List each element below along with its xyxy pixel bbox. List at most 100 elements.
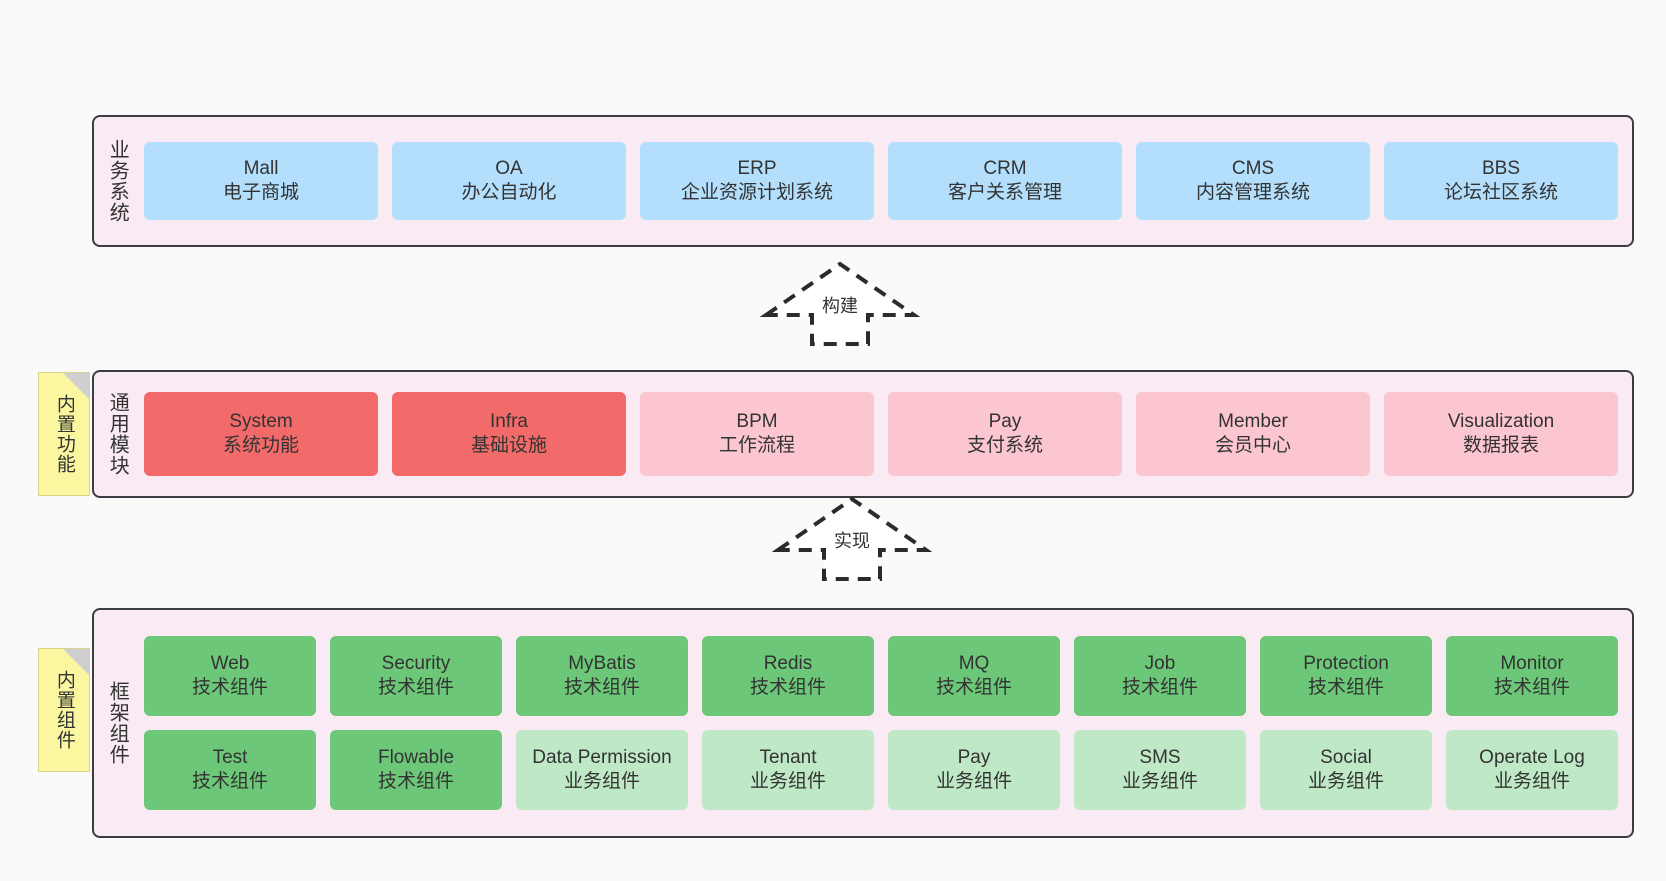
layer-business-system: 业务系统 Mall 电子商城 OA 办公自动化 ERP 企业资源计划系统 CRM… — [92, 115, 1634, 247]
card-subtitle: 企业资源计划系统 — [680, 182, 833, 203]
layer-title-business-system: 业务系统 — [106, 139, 129, 223]
card-web[interactable]: Web 技术组件 — [144, 636, 316, 716]
card-subtitle: 会员中心 — [1214, 435, 1291, 456]
card-subtitle: 客户关系管理 — [947, 182, 1062, 203]
card-title: Member — [1218, 411, 1288, 433]
connector-implement-label: 实现 — [834, 531, 870, 551]
folded-corner-icon — [63, 373, 89, 399]
card-redis[interactable]: Redis 技术组件 — [702, 636, 874, 716]
card-erp[interactable]: ERP 企业资源计划系统 — [640, 142, 874, 220]
card-monitor[interactable]: Monitor 技术组件 — [1446, 636, 1618, 716]
card-bpm[interactable]: BPM 工作流程 — [640, 392, 874, 476]
connector-build: 构建 — [760, 258, 920, 348]
card-subtitle: 论坛社区系统 — [1443, 182, 1558, 203]
layer-framework-components: 框架组件 Web 技术组件 Security 技术组件 MyBatis 技术组件… — [92, 608, 1634, 838]
card-title: Flowable — [377, 747, 455, 769]
card-subtitle: 技术组件 — [1307, 677, 1384, 698]
framework-component-row-business: Test 技术组件 Flowable 技术组件 Data Permission … — [144, 730, 1618, 810]
layer-title-common-modules: 通用模块 — [106, 392, 129, 476]
card-subtitle: 技术组件 — [1121, 677, 1198, 698]
card-data-permission[interactable]: Data Permission 业务组件 — [516, 730, 688, 810]
card-visualization[interactable]: Visualization 数据报表 — [1384, 392, 1618, 476]
card-subtitle: 业务组件 — [1493, 771, 1570, 792]
card-protection[interactable]: Protection 技术组件 — [1260, 636, 1432, 716]
card-title: Protection — [1303, 653, 1389, 675]
sticky-note-label: 内置组件 — [53, 670, 75, 750]
card-subtitle: 技术组件 — [563, 677, 640, 698]
card-crm[interactable]: CRM 客户关系管理 — [888, 142, 1122, 220]
card-social[interactable]: Social 业务组件 — [1260, 730, 1432, 810]
sticky-note-label: 内置功能 — [53, 394, 75, 474]
connector-build-label: 构建 — [822, 296, 858, 316]
card-sms[interactable]: SMS 业务组件 — [1074, 730, 1246, 810]
business-system-card-list: Mall 电子商城 OA 办公自动化 ERP 企业资源计划系统 CRM 客户关系… — [140, 117, 1632, 245]
card-bbs[interactable]: BBS 论坛社区系统 — [1384, 142, 1618, 220]
card-subtitle: 电子商城 — [222, 182, 299, 203]
card-title: Redis — [763, 653, 813, 675]
card-title: BPM — [736, 411, 778, 433]
card-title: Operate Log — [1479, 747, 1585, 769]
card-flowable[interactable]: Flowable 技术组件 — [330, 730, 502, 810]
card-oa[interactable]: OA 办公自动化 — [392, 142, 626, 220]
card-title: Job — [1144, 653, 1176, 675]
card-member[interactable]: Member 会员中心 — [1136, 392, 1370, 476]
card-subtitle: 支付系统 — [966, 435, 1043, 456]
card-title: Tenant — [759, 747, 817, 769]
card-subtitle: 基础设施 — [470, 435, 547, 456]
card-title: SMS — [1139, 747, 1181, 769]
card-mall[interactable]: Mall 电子商城 — [144, 142, 378, 220]
card-subtitle: 技术组件 — [749, 677, 826, 698]
card-pay-component[interactable]: Pay 业务组件 — [888, 730, 1060, 810]
card-subtitle: 技术组件 — [191, 677, 268, 698]
card-subtitle: 业务组件 — [1307, 771, 1384, 792]
card-subtitle: 技术组件 — [377, 771, 454, 792]
card-cms[interactable]: CMS 内容管理系统 — [1136, 142, 1370, 220]
card-title: Pay — [988, 411, 1022, 433]
card-title: Data Permission — [532, 747, 672, 769]
card-subtitle: 系统功能 — [222, 435, 299, 456]
card-title: ERP — [737, 158, 777, 180]
card-subtitle: 业务组件 — [749, 771, 826, 792]
card-subtitle: 业务组件 — [1121, 771, 1198, 792]
card-subtitle: 业务组件 — [563, 771, 640, 792]
card-subtitle: 技术组件 — [191, 771, 268, 792]
card-test[interactable]: Test 技术组件 — [144, 730, 316, 810]
card-title: Monitor — [1500, 653, 1564, 675]
card-title: Pay — [957, 747, 991, 769]
card-pay-module[interactable]: Pay 支付系统 — [888, 392, 1122, 476]
card-title: MQ — [958, 653, 990, 675]
card-subtitle: 办公自动化 — [461, 182, 557, 203]
card-title: CRM — [983, 158, 1027, 180]
card-title: Mall — [243, 158, 279, 180]
implement-arrow-icon — [772, 496, 932, 581]
framework-component-row-tech: Web 技术组件 Security 技术组件 MyBatis 技术组件 Redi… — [144, 636, 1618, 716]
card-subtitle: 业务组件 — [935, 771, 1012, 792]
card-infra[interactable]: Infra 基础设施 — [392, 392, 626, 476]
card-job[interactable]: Job 技术组件 — [1074, 636, 1246, 716]
card-title: BBS — [1481, 158, 1521, 180]
card-title: MyBatis — [568, 653, 636, 675]
card-title: CMS — [1231, 158, 1275, 180]
card-subtitle: 技术组件 — [377, 677, 454, 698]
card-title: Web — [210, 653, 250, 675]
card-system[interactable]: System 系统功能 — [144, 392, 378, 476]
framework-component-grid: Web 技术组件 Security 技术组件 MyBatis 技术组件 Redi… — [140, 610, 1632, 836]
connector-implement: 实现 — [772, 493, 932, 583]
card-title: Test — [212, 747, 248, 769]
layer-title-framework-components: 框架组件 — [106, 681, 129, 765]
card-mybatis[interactable]: MyBatis 技术组件 — [516, 636, 688, 716]
folded-corner-icon — [63, 649, 89, 675]
card-title: System — [229, 411, 293, 433]
card-title: Visualization — [1447, 411, 1555, 433]
card-subtitle: 技术组件 — [935, 677, 1012, 698]
card-mq[interactable]: MQ 技术组件 — [888, 636, 1060, 716]
card-operate-log[interactable]: Operate Log 业务组件 — [1446, 730, 1618, 810]
build-arrow-icon — [760, 261, 920, 346]
card-tenant[interactable]: Tenant 业务组件 — [702, 730, 874, 810]
layer-common-modules: 通用模块 System 系统功能 Infra 基础设施 BPM 工作流程 Pay… — [92, 370, 1634, 498]
card-subtitle: 工作流程 — [718, 435, 795, 456]
card-security[interactable]: Security 技术组件 — [330, 636, 502, 716]
card-subtitle: 数据报表 — [1462, 435, 1539, 456]
card-subtitle: 技术组件 — [1493, 677, 1570, 698]
